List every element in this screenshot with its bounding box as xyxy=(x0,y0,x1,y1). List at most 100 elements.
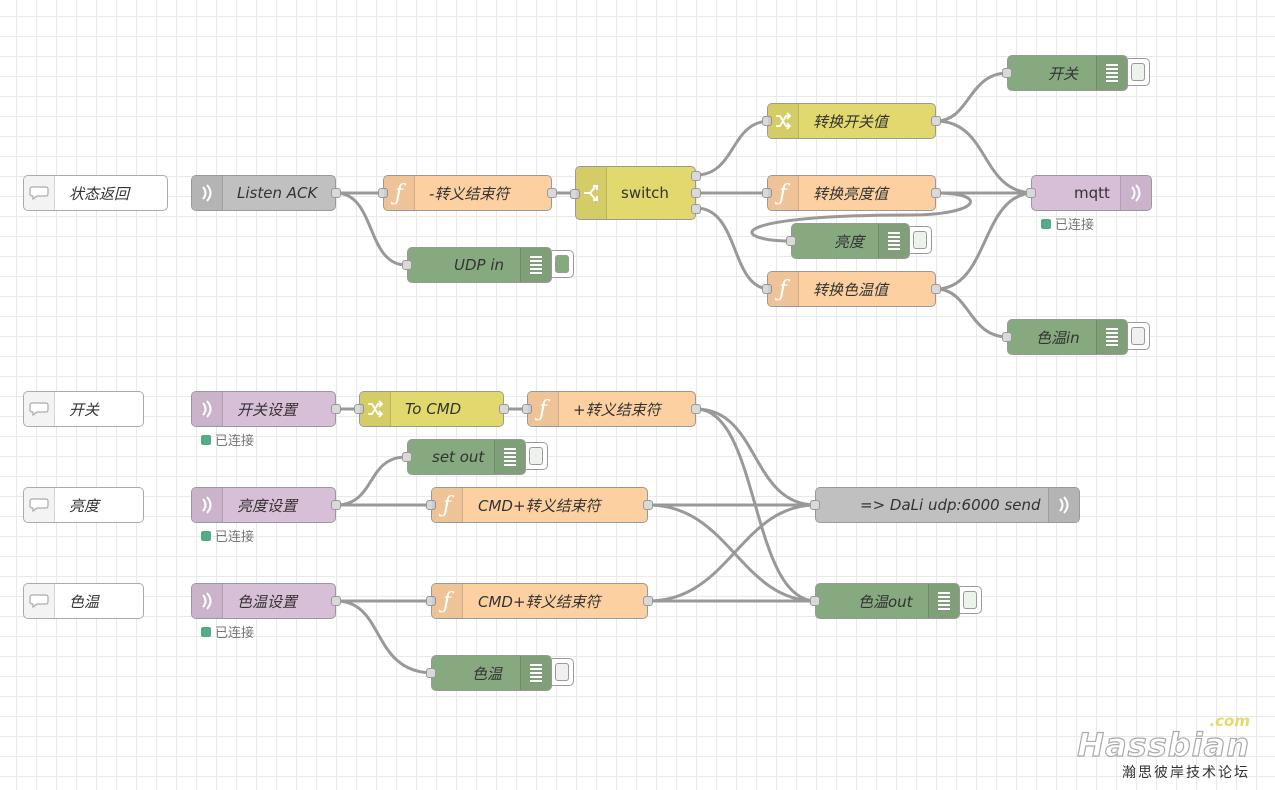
debug-node-brightness[interactable]: 亮度 xyxy=(786,223,910,259)
function-node-cmd-escape-color-temp[interactable]: ƒ CMD+转义结束符 xyxy=(426,583,653,619)
input-port[interactable] xyxy=(810,500,820,510)
input-port[interactable] xyxy=(378,188,388,198)
input-port[interactable] xyxy=(426,668,436,678)
input-port[interactable] xyxy=(786,236,796,246)
node-label: 亮度设置 xyxy=(237,496,298,515)
output-port[interactable] xyxy=(547,188,557,198)
status-badge: 已连接 xyxy=(201,622,254,641)
input-port[interactable] xyxy=(354,404,364,414)
mqtt-out-node[interactable]: mqtt xyxy=(1026,175,1152,211)
hassbian-watermark-logo: .com Hassbian 瀚思彼岸技术论坛 xyxy=(1077,712,1250,782)
switch-node[interactable]: switch xyxy=(570,166,701,220)
node-label: +转义结束符 xyxy=(573,400,661,419)
output-port-1[interactable] xyxy=(691,171,701,181)
function-node-convert-brightness[interactable]: ƒ 转换亮度值 xyxy=(762,175,941,211)
debug-node-color-temp-in[interactable]: 色温in xyxy=(1002,319,1128,355)
function-node-convert-color-temp[interactable]: ƒ 转换色温值 xyxy=(762,271,941,307)
function-node-add-escape[interactable]: ƒ +转义结束符 xyxy=(522,391,701,427)
debug-toggle-button[interactable] xyxy=(526,442,548,470)
wire xyxy=(647,503,817,603)
debug-node-switch[interactable]: 开关 xyxy=(1002,55,1128,91)
status-dot-icon xyxy=(201,626,211,637)
debug-toggle-button[interactable] xyxy=(960,586,982,614)
input-port[interactable] xyxy=(522,404,532,414)
debug-toggle-button[interactable] xyxy=(1128,322,1150,350)
input-port[interactable] xyxy=(810,596,820,606)
node-label: 开关 xyxy=(69,400,100,419)
comment-node-status[interactable]: 状态返回 xyxy=(23,175,168,211)
debug-node-udp-in[interactable]: UDP in xyxy=(402,247,552,283)
comment-node-color-temp[interactable]: 色温 xyxy=(23,583,144,619)
debug-list-icon xyxy=(1096,56,1127,90)
node-label: set out xyxy=(432,448,485,466)
node-label: 转换开关值 xyxy=(813,112,889,131)
debug-node-color-temp[interactable]: 色温 xyxy=(426,655,552,691)
input-port[interactable] xyxy=(1002,68,1012,78)
output-port[interactable] xyxy=(931,284,941,294)
comment-node-switch[interactable]: 开关 xyxy=(23,391,144,427)
node-label: 状态返回 xyxy=(69,184,130,203)
status-text: 已连接 xyxy=(215,626,255,641)
output-port-3[interactable] xyxy=(691,204,701,214)
node-label: => DaLi udp:6000 send xyxy=(860,496,1041,514)
input-port[interactable] xyxy=(1002,332,1012,342)
mqtt-wave-icon xyxy=(192,584,223,618)
udp-out-node-dali[interactable]: => DaLi udp:6000 send xyxy=(810,487,1080,523)
debug-node-set-out[interactable]: set out xyxy=(402,439,526,475)
output-port[interactable] xyxy=(643,500,653,510)
wire xyxy=(335,455,407,507)
change-icon xyxy=(360,392,391,426)
udp-wave-icon xyxy=(192,176,223,210)
mqtt-in-node-color-temp-set[interactable]: 色温设置 xyxy=(191,583,341,619)
debug-toggle-button[interactable] xyxy=(1128,58,1150,86)
debug-toggle-button[interactable] xyxy=(910,226,932,254)
input-port[interactable] xyxy=(762,116,772,126)
output-port[interactable] xyxy=(931,116,941,126)
output-port[interactable] xyxy=(643,596,653,606)
comment-icon xyxy=(24,584,55,618)
output-port[interactable] xyxy=(331,188,341,198)
input-port[interactable] xyxy=(762,188,772,198)
input-port[interactable] xyxy=(402,260,412,270)
function-node-cmd-escape-brightness[interactable]: ƒ CMD+转义结束符 xyxy=(426,487,653,523)
output-port-2[interactable] xyxy=(691,188,701,198)
status-text: 已连接 xyxy=(1055,218,1095,233)
output-port[interactable] xyxy=(331,500,341,510)
node-label: 色温设置 xyxy=(237,592,298,611)
output-port[interactable] xyxy=(931,188,941,198)
mqtt-wave-icon xyxy=(192,488,223,522)
output-port[interactable] xyxy=(331,596,341,606)
debug-node-color-temp-out[interactable]: 色温out xyxy=(810,583,960,619)
udp-in-node-listen-ack[interactable]: Listen ACK xyxy=(191,175,341,211)
wire xyxy=(335,599,435,675)
input-port[interactable] xyxy=(570,189,580,199)
input-port[interactable] xyxy=(402,452,412,462)
output-port[interactable] xyxy=(331,404,341,414)
function-node-remove-escape[interactable]: ƒ -转义结束符 xyxy=(378,175,557,211)
debug-list-icon xyxy=(494,440,525,474)
input-port[interactable] xyxy=(1026,188,1036,198)
status-text: 已连接 xyxy=(215,530,255,545)
node-label: CMD+转义结束符 xyxy=(478,592,601,611)
input-port[interactable] xyxy=(426,596,436,606)
output-port[interactable] xyxy=(499,404,509,414)
debug-toggle-button[interactable] xyxy=(552,250,574,278)
change-node-convert-switch[interactable]: 转换开关值 xyxy=(762,103,941,139)
switch-icon xyxy=(576,167,607,219)
change-node-to-cmd[interactable]: To CMD xyxy=(354,391,509,427)
mqtt-in-node-switch-set[interactable]: 开关设置 xyxy=(191,391,341,427)
comment-node-brightness[interactable]: 亮度 xyxy=(23,487,144,523)
node-label: 色温 xyxy=(69,592,100,611)
input-port[interactable] xyxy=(426,500,436,510)
debug-toggle-button[interactable] xyxy=(552,658,574,686)
node-label: UDP in xyxy=(454,256,505,274)
wire xyxy=(695,407,817,507)
output-port[interactable] xyxy=(691,404,701,414)
wire xyxy=(695,119,771,177)
status-text: 已连接 xyxy=(215,434,255,449)
comment-icon xyxy=(24,392,55,426)
wire xyxy=(935,71,1009,123)
input-port[interactable] xyxy=(762,284,772,294)
node-label: 亮度 xyxy=(69,496,100,515)
mqtt-in-node-brightness-set[interactable]: 亮度设置 xyxy=(191,487,341,523)
